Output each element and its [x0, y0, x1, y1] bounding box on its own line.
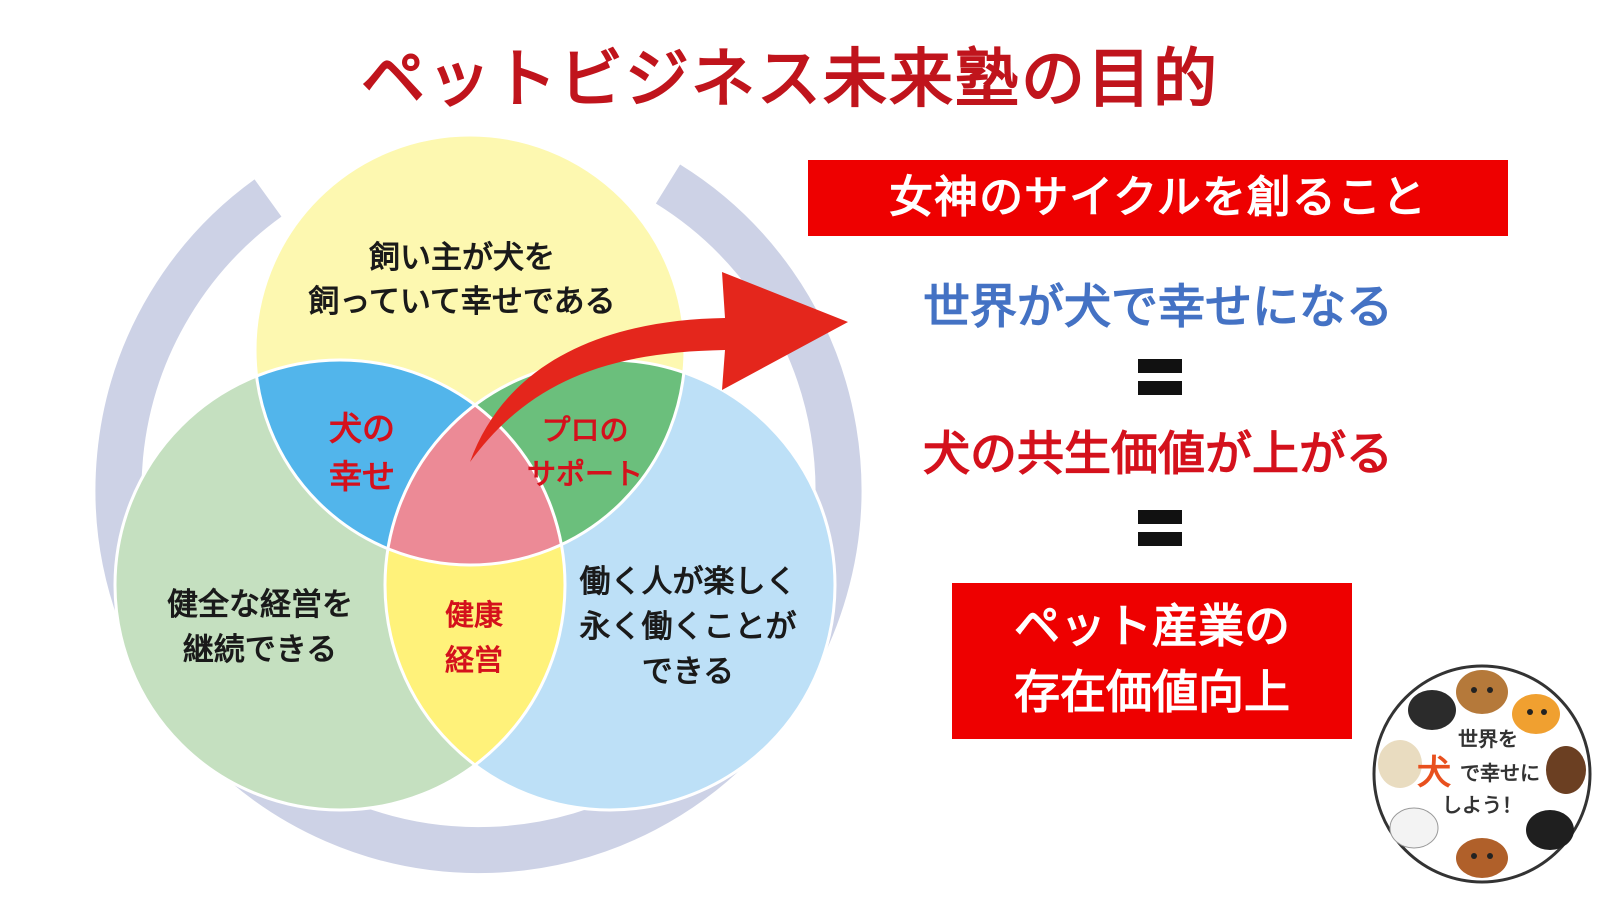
overlap-top-left-line-2: 幸せ	[329, 457, 395, 496]
overlap-left-right-line-1: 健康	[445, 598, 504, 632]
overlap-top-left-line-1: 犬の	[329, 409, 395, 448]
right-circle-line-2: 永く働くことが	[580, 609, 797, 645]
page-title: ペットビジネス未来塾の目的	[361, 43, 1219, 117]
left-circle-line-2: 継続できる	[183, 632, 337, 668]
right-circle-line-1: 働く人が楽しく	[580, 564, 797, 600]
result-line-1: ペット産業の	[1014, 599, 1290, 653]
cycle-ring	[95, 164, 862, 874]
equals-sign-icon	[1138, 496, 1182, 556]
overlap-left-right-line-2: 経営	[445, 643, 503, 677]
top-circle-line-1: 飼い主が犬を	[369, 240, 555, 276]
overlap-top-right-line-2: サポート	[527, 457, 643, 491]
cycle-ring-arc	[95, 164, 862, 874]
right-circle-line-3: できる	[642, 654, 734, 690]
left-circle-line-1: 健全な経営を	[167, 587, 353, 623]
badge-line-1: 世界を	[1458, 727, 1518, 751]
badge-line-3: で幸せに	[1460, 761, 1540, 785]
overlap-center	[385, 360, 565, 565]
statement-coexistence-value: 犬の共生価値が上がる	[923, 427, 1393, 482]
curved-arrow-icon	[470, 272, 848, 462]
top-circle-line-2: 飼っていて幸せである	[308, 284, 615, 320]
result-banner: ペット産業の 存在価値向上	[952, 583, 1352, 739]
overlap-top-right-line-1: プロの	[541, 413, 628, 447]
dog-badge-logo: 世界を 犬 で幸せに しよう！	[1372, 664, 1592, 884]
badge-line-2: 犬	[1417, 753, 1451, 793]
equals-sign-icon	[1138, 345, 1182, 405]
badge-line-4: しよう！	[1442, 793, 1522, 817]
dog-illustrations-icon	[1378, 670, 1586, 878]
result-line-2: 存在価値向上	[1014, 665, 1290, 719]
goal-banner: 女神のサイクルを創ること	[808, 160, 1508, 236]
statement-world-happy: 世界が犬で幸せになる	[923, 280, 1393, 335]
